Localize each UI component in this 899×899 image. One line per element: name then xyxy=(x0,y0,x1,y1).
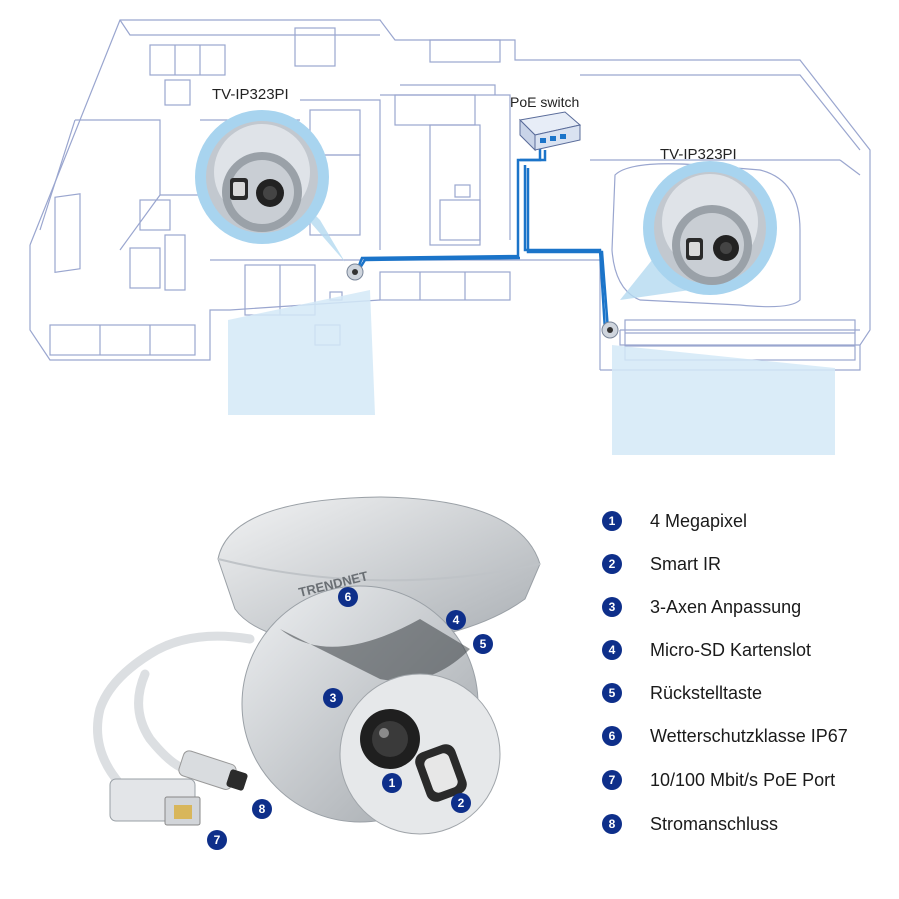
house-floorplan xyxy=(29,19,871,455)
feature-item-1: 1 4 Megapixel xyxy=(602,507,747,535)
feature-item-3: 3 3-Axen Anpassung xyxy=(602,593,801,621)
feature-item-8: 8 Stromanschluss xyxy=(602,810,778,838)
feature-text: Micro-SD Kartenslot xyxy=(650,639,812,660)
window-back-2 xyxy=(294,27,336,67)
feature-number: 2 xyxy=(602,554,622,574)
feature-text: Rückstelltaste xyxy=(650,682,763,703)
feature-item-5: 5 Rückstelltaste xyxy=(602,679,762,707)
camera-label-left: TV-IP323PI xyxy=(212,86,289,103)
feature-text: Wetterschutzklasse IP67 xyxy=(650,725,848,746)
camera-product-illustration: TRENDNET xyxy=(93,496,541,835)
callout-4: 4 xyxy=(446,610,466,630)
window-front-2 xyxy=(379,271,511,301)
house-front-wall xyxy=(29,245,381,361)
ir-led xyxy=(415,744,467,802)
feature-item-4: 4 Micro-SD Kartenslot xyxy=(602,636,811,664)
feature-item-2: 2 Smart IR xyxy=(602,550,721,578)
callout-1: 1 xyxy=(382,773,402,793)
poe-switch xyxy=(518,111,582,152)
window-back-1 xyxy=(149,44,226,76)
rj45-connector xyxy=(109,778,201,826)
window-front-1 xyxy=(49,324,196,356)
feature-number: 5 xyxy=(602,683,622,703)
furniture-sofa xyxy=(129,247,161,289)
feature-number: 7 xyxy=(602,770,622,790)
feature-number: 6 xyxy=(602,726,622,746)
feature-item-7: 7 10/100 Mbit/s PoE Port xyxy=(602,766,835,794)
camera-zoom-left xyxy=(195,110,345,262)
callout-3: 3 xyxy=(323,688,343,708)
house-outer-wall xyxy=(29,19,871,371)
camera-zoom-right xyxy=(620,161,777,300)
furniture-kitchen xyxy=(394,94,476,126)
coverage-zone-right xyxy=(612,345,835,455)
window-back-3 xyxy=(429,39,501,63)
camera-marker-right xyxy=(601,321,619,339)
feature-text: 4 Megapixel xyxy=(650,510,748,531)
feature-text: Stromanschluss xyxy=(650,813,779,834)
feature-number: 4 xyxy=(602,640,622,660)
callout-7: 7 xyxy=(207,830,227,850)
camera-cable xyxy=(93,631,255,789)
feature-number: 8 xyxy=(602,814,622,834)
feature-item-6: 6 Wetterschutzklasse IP67 xyxy=(602,722,848,750)
callout-6: 6 xyxy=(338,587,358,607)
feature-text: Smart IR xyxy=(650,553,722,574)
callout-2: 2 xyxy=(451,793,471,813)
camera-label-right: TV-IP323PI xyxy=(660,146,737,163)
callout-8: 8 xyxy=(252,799,272,819)
poe-switch-label: PoE switch xyxy=(510,94,580,110)
power-connector xyxy=(178,750,248,791)
feature-number: 3 xyxy=(602,597,622,617)
feature-text: 10/100 Mbit/s PoE Port xyxy=(650,769,836,790)
coverage-zone-left xyxy=(228,290,375,415)
callout-5: 5 xyxy=(473,634,493,654)
feature-number: 1 xyxy=(602,511,622,531)
feature-text: 3-Axen Anpassung xyxy=(650,596,802,617)
camera-marker-left xyxy=(346,263,364,281)
window-side xyxy=(54,193,81,273)
poe-cable xyxy=(356,145,610,331)
